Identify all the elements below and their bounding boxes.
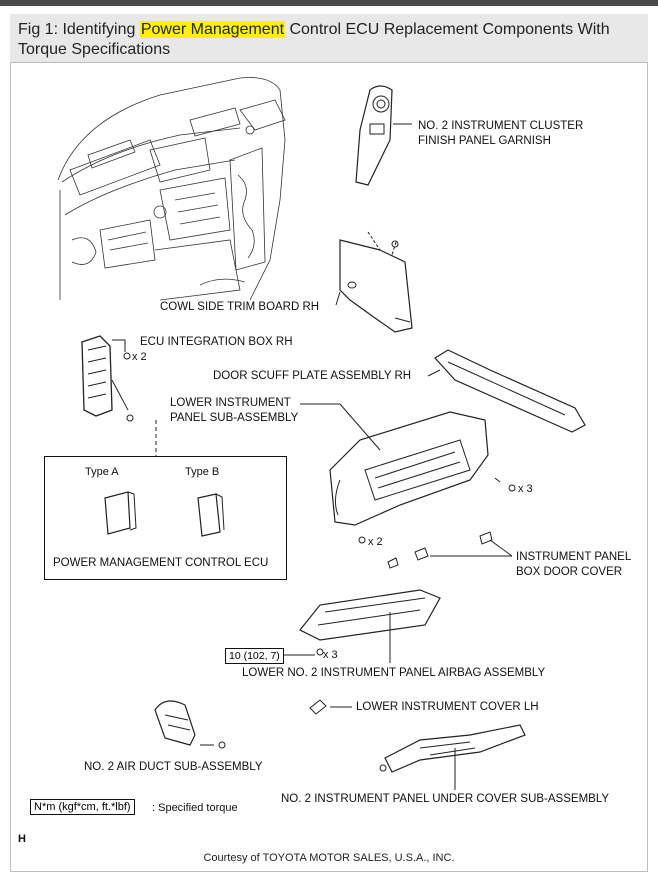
legend-text: : Specified torque	[152, 802, 238, 814]
cover-lh-part	[309, 699, 352, 715]
title-suffix: Control ECU Replacement Components With …	[18, 21, 610, 58]
label-cluster-garnish-1: NO. 2 INSTRUMENT CLUSTER	[418, 120, 584, 132]
label-door-scuff: DOOR SCUFF PLATE ASSEMBLY RH	[213, 370, 412, 382]
box-door-cover-part	[387, 531, 513, 569]
title-highlight: Power Management	[139, 21, 286, 38]
ecu-type-box: Type A Type B POWER MANAGEMENT CONTROL E…	[44, 456, 287, 580]
qty-airbag-bolts: x 3	[323, 649, 338, 661]
figure-header: Fig 1: Identifying Power Management Cont…	[10, 14, 648, 63]
label-lower-panel-1: LOWER INSTRUMENT	[170, 397, 291, 409]
airbag-part	[283, 589, 441, 663]
label-box-door-2: BOX DOOR COVER	[516, 566, 623, 578]
label-type-b: Type B	[185, 466, 220, 478]
label-box-door-1: INSTRUMENT PANEL	[516, 551, 632, 563]
label-type-a: Type A	[85, 466, 119, 478]
under-cover-part	[379, 724, 526, 790]
label-ecu-box: ECU INTEGRATION BOX RH	[140, 336, 293, 348]
label-airbag: LOWER NO. 2 INSTRUMENT PANEL AIRBAG ASSE…	[242, 667, 546, 679]
door-scuff-part	[427, 349, 586, 433]
top-bar	[0, 0, 658, 6]
label-cover-lh: LOWER INSTRUMENT COVER LH	[356, 701, 539, 713]
qty-panel-right: x 3	[518, 483, 533, 495]
cluster-garnish-part	[355, 85, 412, 186]
label-lower-panel-2: PANEL SUB-ASSEMBLY	[170, 412, 299, 424]
dashboard-illustration	[57, 77, 286, 301]
legend-unit-box: N*m (kgf*cm, ft.*lbf)	[30, 799, 135, 815]
air-duct-part	[154, 700, 226, 749]
label-cowl-trim: COWL SIDE TRIM BOARD RH	[160, 301, 320, 313]
credit-text: Courtesy of TOYOTA MOTOR SALES, U.S.A., …	[203, 852, 455, 864]
label-cluster-garnish-2: FINISH PANEL GARNISH	[418, 135, 551, 147]
cowl-trim-part	[335, 231, 413, 333]
qty-ecu-clips: x 2	[132, 351, 147, 363]
corner-mark: H	[18, 833, 26, 845]
title-prefix: Fig 1: Identifying	[18, 21, 140, 38]
ecu-type-a-part	[104, 491, 137, 535]
torque-value-box: 10 (102, 7)	[225, 648, 284, 664]
lower-panel-part	[300, 403, 516, 544]
ecu-type-b-part	[197, 493, 225, 537]
diagram-canvas	[10, 62, 648, 872]
ecu-integration-box-part	[81, 335, 157, 456]
label-ecu-caption: POWER MANAGEMENT CONTROL ECU	[53, 557, 269, 569]
label-air-duct: NO. 2 AIR DUCT SUB-ASSEMBLY	[84, 761, 263, 773]
figure-title: Fig 1: Identifying Power Management Cont…	[18, 20, 638, 60]
qty-panel-bottom: x 2	[368, 536, 383, 548]
label-under-cover: NO. 2 INSTRUMENT PANEL UNDER COVER SUB-A…	[281, 793, 610, 805]
